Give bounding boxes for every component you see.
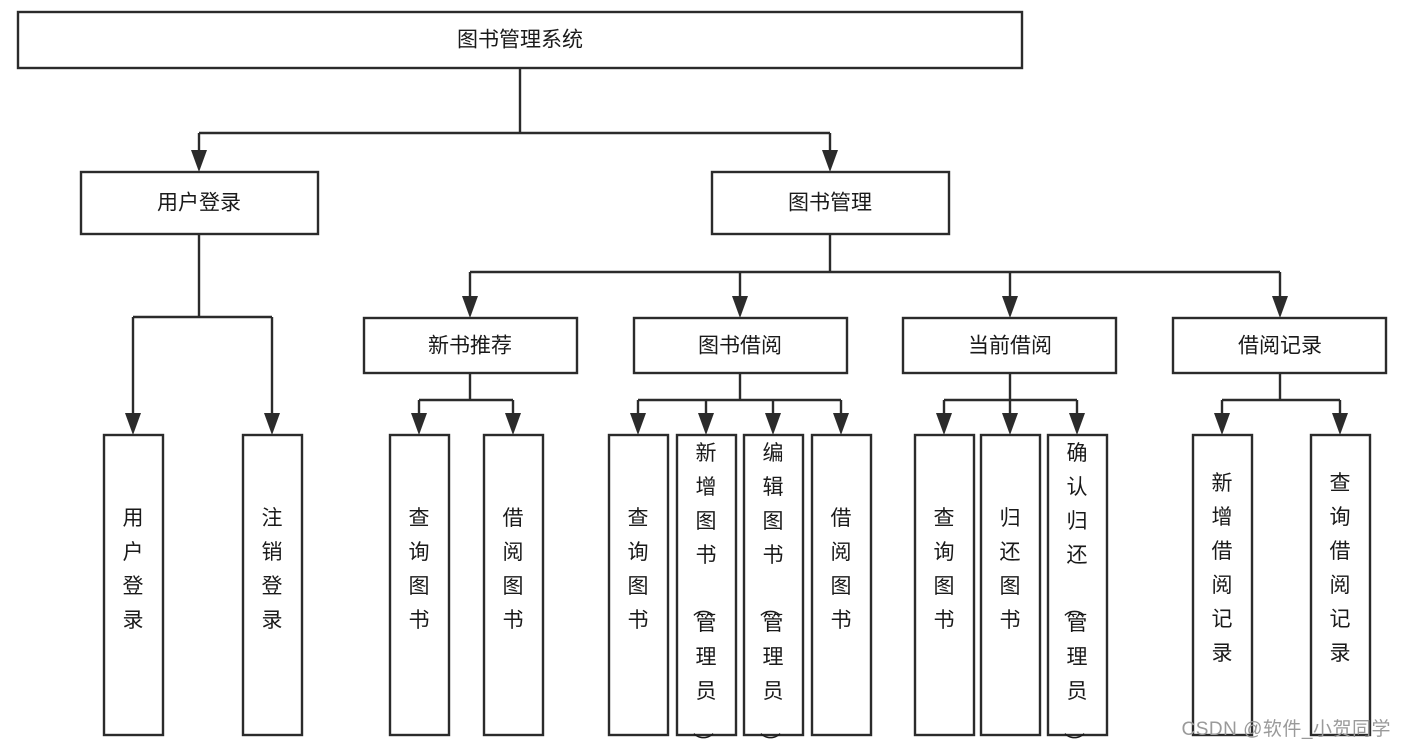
node-leaf-borrow-book-2-label: 借阅图书 [831, 507, 852, 632]
node-current-borrow-label: 当前借阅 [968, 335, 1052, 358]
node-leaf-query-book-2[interactable]: 查询图书 [607, 433, 670, 737]
node-leaf-edit-book-admin-label: 编辑图书（管理员） [758, 442, 784, 747]
node-leaf-edit-book-admin[interactable]: 编辑图书（管理员） [742, 433, 805, 747]
node-borrow-record[interactable]: 借阅记录 [1171, 316, 1388, 375]
node-leaf-return-book-box[interactable] [979, 433, 1042, 737]
node-leaf-query-book-1-label: 查询图书 [409, 507, 430, 632]
node-borrow-record-box[interactable] [1171, 316, 1388, 375]
node-book-management-label: 图书管理 [788, 192, 872, 215]
arrow-head-current-borrow [1002, 296, 1018, 318]
node-leaf-query-book-3-label: 查询图书 [934, 507, 955, 632]
node-user-login[interactable]: 用户登录 [79, 170, 320, 236]
arrow-head-leaf-borrow-book-1 [505, 413, 521, 435]
node-leaf-query-book-2-label: 查询图书 [628, 507, 649, 632]
node-leaf-borrow-book-1[interactable]: 借阅图书 [482, 433, 545, 737]
node-leaf-query-book-2-box[interactable] [607, 433, 670, 737]
arrow-head-book-borrow [732, 296, 748, 318]
node-user-login-label: 用户登录 [157, 192, 241, 215]
node-root-label: 图书管理系统 [457, 29, 583, 52]
node-book-borrow[interactable]: 图书借阅 [632, 316, 849, 375]
node-leaf-logout-login[interactable]: 注销登录 [241, 433, 304, 737]
arrow-head-leaf-return-book [1002, 413, 1018, 435]
node-leaf-user-login-label: 用户登录 [123, 507, 144, 632]
node-new-book-recommend-box[interactable] [362, 316, 579, 375]
node-new-book-recommend-label: 新书推荐 [428, 335, 512, 358]
arrow-head-leaf-add-borrow-record [1214, 413, 1230, 435]
node-book-borrow-box[interactable] [632, 316, 849, 375]
node-leaf-query-borrow-record-box[interactable] [1309, 433, 1372, 737]
node-leaf-query-book-1[interactable]: 查询图书 [388, 433, 451, 737]
csdn-watermark: CSDN @软件_小贺同学 [1181, 719, 1391, 740]
arrow-head-borrow-record [1272, 296, 1288, 318]
node-book-management-box[interactable] [710, 170, 951, 236]
node-leaf-return-book-label: 归还图书 [1000, 507, 1021, 632]
arrow-head-leaf-edit-book-admin [765, 413, 781, 435]
node-leaf-add-borrow-record-box[interactable] [1191, 433, 1254, 737]
arrow-head-user-login [191, 150, 207, 172]
arrow-head-leaf-user-login [125, 413, 141, 435]
node-leaf-borrow-book-2[interactable]: 借阅图书 [810, 433, 873, 737]
node-leaf-add-book-admin[interactable]: 新增图书（管理员） [675, 433, 738, 747]
node-book-borrow-label: 图书借阅 [698, 335, 782, 358]
node-book-management[interactable]: 图书管理 [710, 170, 951, 236]
node-leaf-add-book-admin-label: 新增图书（管理员） [691, 442, 717, 747]
node-leaf-query-book-1-box[interactable] [388, 433, 451, 737]
node-leaf-query-borrow-record-label: 查询借阅记录 [1330, 472, 1351, 665]
node-leaf-edit-book-admin-box[interactable] [742, 433, 805, 737]
arrow-head-leaf-borrow-book-2 [833, 413, 849, 435]
node-root-box[interactable] [16, 10, 1024, 70]
node-leaf-confirm-return-admin[interactable]: 确认归还（管理员） [1046, 433, 1109, 747]
arrow-head-leaf-query-book-2 [630, 413, 646, 435]
node-leaf-borrow-book-1-box[interactable] [482, 433, 545, 737]
arrow-head-leaf-add-book-admin [698, 413, 714, 435]
node-leaf-logout-login-label: 注销登录 [262, 507, 283, 632]
arrow-head-leaf-query-book-1 [411, 413, 427, 435]
arrow-head-book-management [822, 150, 838, 172]
node-leaf-query-book-3-box[interactable] [913, 433, 976, 737]
arrow-head-leaf-query-book-3 [936, 413, 952, 435]
node-leaf-user-login-box[interactable] [102, 433, 165, 737]
node-borrow-record-label: 借阅记录 [1238, 335, 1322, 358]
node-leaf-confirm-return-admin-box[interactable] [1046, 433, 1109, 737]
node-leaf-query-borrow-record[interactable]: 查询借阅记录 [1309, 433, 1372, 737]
node-leaf-borrow-book-2-box[interactable] [810, 433, 873, 737]
node-current-borrow-box[interactable] [901, 316, 1118, 375]
node-leaf-add-book-admin-box[interactable] [675, 433, 738, 737]
node-user-login-box[interactable] [79, 170, 320, 236]
node-new-book-recommend[interactable]: 新书推荐 [362, 316, 579, 375]
node-leaf-confirm-return-admin-label: 确认归还（管理员） [1062, 442, 1088, 747]
arrow-head-leaf-logout-login [264, 413, 280, 435]
connector-layer [125, 68, 1348, 435]
node-leaf-query-book-3[interactable]: 查询图书 [913, 433, 976, 737]
arrow-head-new-book-recommend [462, 296, 478, 318]
node-leaf-return-book[interactable]: 归还图书 [979, 433, 1042, 737]
node-leaf-add-borrow-record-label: 新增借阅记录 [1212, 472, 1233, 665]
arrow-head-leaf-query-borrow-record [1332, 413, 1348, 435]
node-current-borrow[interactable]: 当前借阅 [901, 316, 1118, 375]
node-leaf-borrow-book-1-label: 借阅图书 [503, 507, 524, 632]
arrow-head-leaf-confirm-return-admin [1069, 413, 1085, 435]
node-root[interactable]: 图书管理系统 [16, 10, 1024, 70]
node-leaf-add-borrow-record[interactable]: 新增借阅记录 [1191, 433, 1254, 737]
node-leaf-logout-login-box[interactable] [241, 433, 304, 737]
node-leaf-user-login[interactable]: 用户登录 [102, 433, 165, 737]
